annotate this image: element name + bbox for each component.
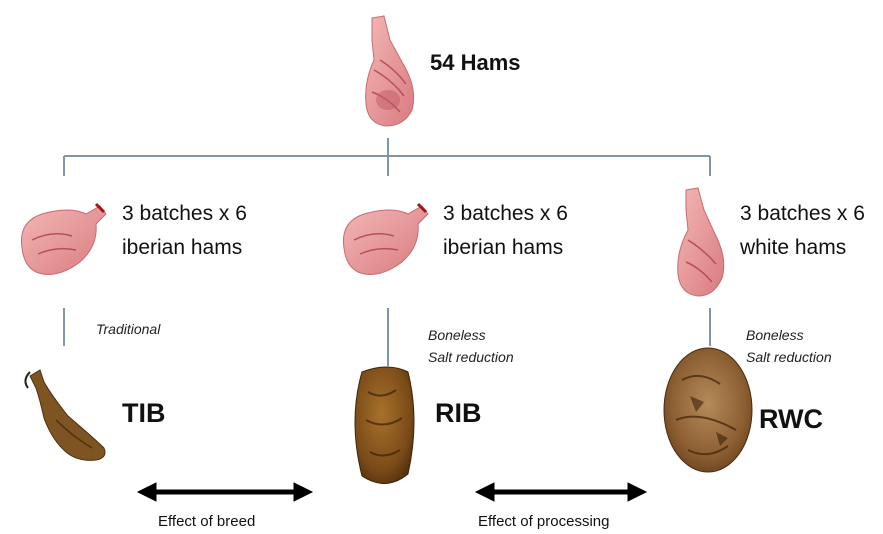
branch-label-tib: 3 batches x 6 iberian hams: [122, 197, 247, 265]
process-note-rwc: Boneless Salt reduction: [746, 324, 832, 368]
branch-label-rib: 3 batches x 6 iberian hams: [443, 197, 568, 265]
branch-label-line1: 3 batches x 6: [122, 197, 247, 231]
boneless-cured-ham-icon-rwc: [664, 348, 752, 472]
process-step: Salt reduction: [746, 346, 832, 368]
raw-whole-ham-icon-right: [678, 188, 724, 296]
code-label-tib: TIB: [122, 398, 166, 429]
process-note-rib: Boneless Salt reduction: [428, 324, 514, 368]
process-note-tib: Traditional: [96, 318, 160, 340]
effect-of-breed-arrow: [138, 483, 312, 501]
code-label-rib: RIB: [435, 398, 482, 429]
effect-of-processing-label: Effect of processing: [478, 513, 609, 530]
boneless-cured-ham-icon-rib: [355, 367, 414, 484]
branch-label-line1: 3 batches x 6: [443, 197, 568, 231]
process-step: Boneless: [428, 324, 514, 346]
raw-leg-ham-icon-left: [21, 204, 106, 274]
root-label: 54 Hams: [430, 50, 521, 76]
cured-leg-ham-icon: [25, 370, 105, 460]
branch-label-line2: white hams: [740, 231, 865, 265]
branch-label-rwc: 3 batches x 6 white hams: [740, 197, 865, 265]
branch-label-line2: iberian hams: [122, 231, 247, 265]
process-step: Traditional: [96, 318, 160, 340]
branch-label-line1: 3 batches x 6: [740, 197, 865, 231]
code-label-rwc: RWC: [759, 404, 823, 435]
effect-of-processing-arrow: [476, 483, 646, 501]
process-step: Boneless: [746, 324, 832, 346]
raw-whole-ham-icon: [366, 16, 414, 126]
raw-leg-ham-icon-middle: [343, 204, 428, 274]
branch-label-line2: iberian hams: [443, 231, 568, 265]
process-step: Salt reduction: [428, 346, 514, 368]
effect-of-breed-label: Effect of breed: [158, 513, 255, 530]
